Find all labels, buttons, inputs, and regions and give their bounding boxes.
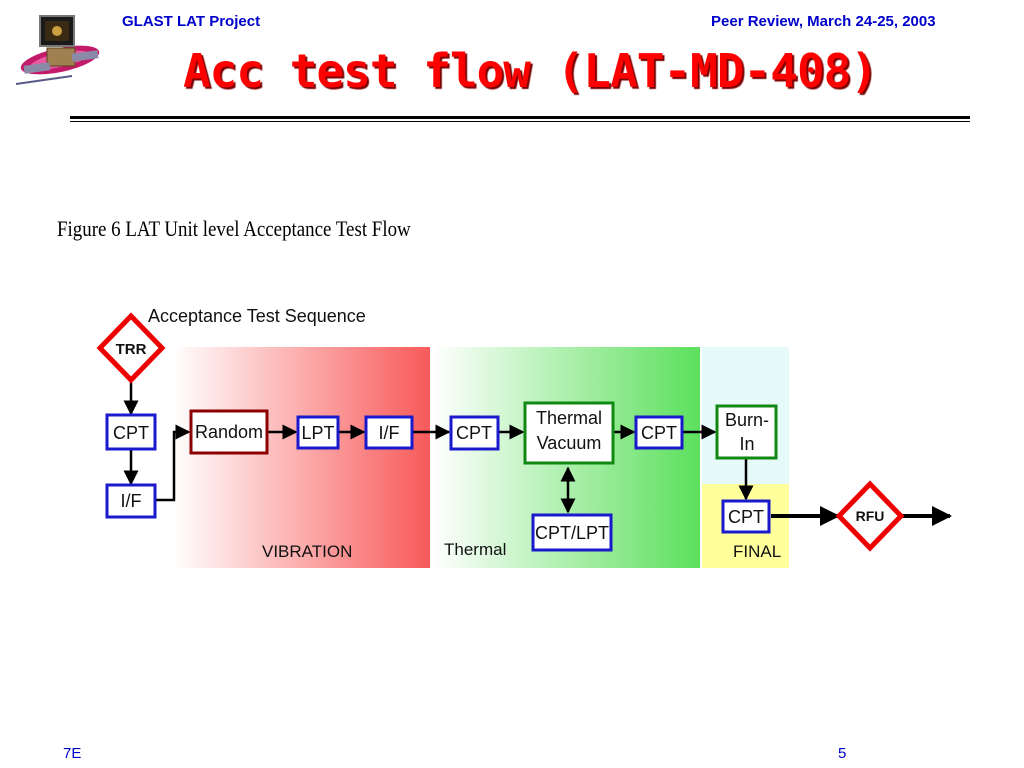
vibration-label: VIBRATION (262, 542, 352, 561)
trr-label: TRR (116, 341, 147, 358)
acceptance-test-flow-diagram: VIBRATION Thermal FINAL Acceptance Test … (96, 306, 952, 568)
if-vib-box: I/F (364, 415, 414, 450)
burn-in-box: Burn- In (715, 404, 778, 460)
random-box: Random (189, 409, 269, 455)
cpt-thermal-in-box: CPT (449, 415, 500, 451)
thermal-vacuum-label-line1: Thermal (536, 408, 602, 428)
burn-in-label-line1: Burn- (725, 410, 769, 430)
figure-caption: Figure 6 LAT Unit level Acceptance Test … (57, 216, 411, 241)
if-vib-label: I/F (379, 423, 400, 443)
if-start-box: I/F (105, 483, 157, 519)
random-label: Random (195, 422, 263, 442)
trr-diamond: TRR (96, 312, 166, 384)
rfu-label: RFU (856, 508, 885, 524)
cpt-thermal-out-box: CPT (634, 415, 684, 450)
arrow-if-to-random (156, 424, 191, 502)
lpt-label: LPT (301, 423, 334, 443)
slide-title: Acc test flow (LAT-MD-408) (182, 44, 878, 98)
page-number: 5 (838, 745, 847, 762)
cpt-final-box: CPT (721, 499, 771, 534)
cpt-thermal-in-label: CPT (456, 423, 492, 443)
lpt-box: LPT (296, 415, 340, 450)
title-underline-thick (70, 116, 970, 119)
burn-in-label-line2: In (739, 434, 754, 454)
cpt-start-label: CPT (113, 423, 149, 443)
cpt-lpt-label: CPT/LPT (535, 523, 609, 543)
final-label: FINAL (733, 542, 781, 561)
footer-section-id: 7E (63, 745, 82, 762)
title-underline-thin (70, 121, 970, 122)
header-review: Peer Review, March 24-25, 2003 (711, 13, 936, 30)
cpt-lpt-box: CPT/LPT (531, 513, 613, 552)
glast-satellite-logo (15, 15, 100, 85)
header-project: GLAST LAT Project (122, 13, 261, 30)
thermal-vacuum-box: Thermal Vacuum (523, 401, 615, 465)
cpt-final-label: CPT (728, 507, 764, 527)
vibration-region (172, 347, 430, 568)
cpt-start-box: CPT (105, 413, 157, 451)
thermal-label: Thermal (444, 540, 506, 559)
rfu-diamond: RFU (835, 480, 905, 552)
cpt-thermal-out-label: CPT (641, 423, 677, 443)
thermal-vacuum-label-line2: Vacuum (537, 433, 602, 453)
sequence-label: Acceptance Test Sequence (148, 306, 366, 326)
if-start-label: I/F (121, 491, 142, 511)
